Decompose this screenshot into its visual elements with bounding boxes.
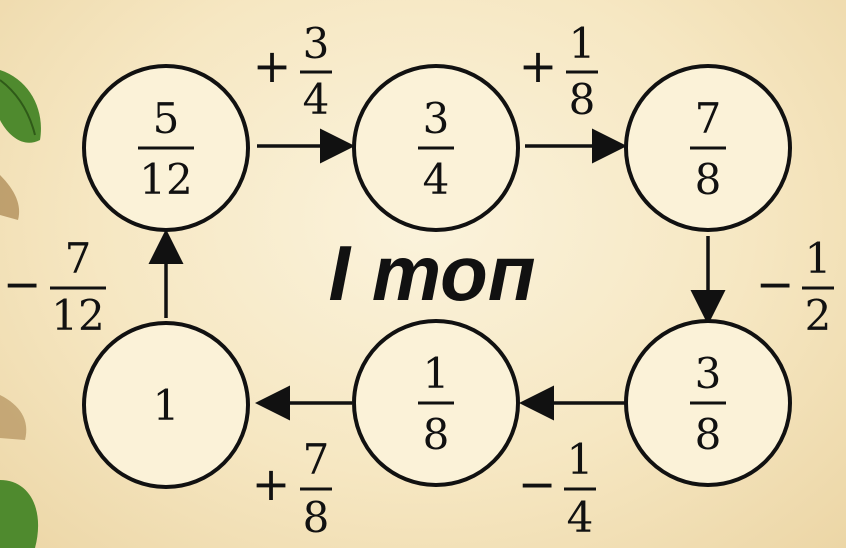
op-numerator: 1 bbox=[567, 435, 594, 484]
op-denominator: 8 bbox=[303, 493, 330, 542]
op-sign: + bbox=[519, 39, 558, 93]
op-plus-3-4: + 3 4 bbox=[253, 19, 332, 124]
node-5-12: 5 12 bbox=[82, 64, 250, 232]
node-value: 1 bbox=[153, 381, 180, 430]
op-sign: + bbox=[253, 39, 292, 93]
op-plus-7-8: + 7 8 bbox=[252, 435, 332, 542]
node-denominator: 4 bbox=[423, 155, 450, 204]
op-denominator: 8 bbox=[569, 75, 596, 124]
node-7-8: 7 8 bbox=[624, 64, 792, 232]
op-denominator: 4 bbox=[567, 493, 594, 542]
op-minus-7-12: − 7 12 bbox=[3, 234, 106, 340]
node-1-8: 1 8 bbox=[352, 319, 520, 487]
op-sign: − bbox=[3, 257, 42, 311]
diagram-title: I топ bbox=[329, 229, 536, 317]
op-numerator: 7 bbox=[65, 234, 92, 283]
node-1: 1 bbox=[82, 321, 250, 489]
node-numerator: 1 bbox=[423, 349, 450, 398]
op-numerator: 7 bbox=[303, 435, 330, 484]
op-denominator: 12 bbox=[51, 291, 104, 340]
node-numerator: 5 bbox=[153, 94, 180, 143]
op-minus-1-4: − 1 4 bbox=[518, 435, 596, 542]
op-sign: − bbox=[518, 457, 557, 511]
op-numerator: 1 bbox=[569, 19, 596, 68]
node-numerator: 7 bbox=[695, 94, 722, 143]
op-plus-1-8: + 1 8 bbox=[519, 19, 598, 124]
op-sign: + bbox=[252, 457, 291, 511]
op-denominator: 2 bbox=[805, 291, 832, 340]
op-denominator: 4 bbox=[303, 75, 330, 124]
node-denominator: 8 bbox=[695, 155, 722, 204]
op-minus-1-2: − 1 2 bbox=[756, 234, 834, 340]
op-sign: − bbox=[756, 257, 795, 311]
node-denominator: 12 bbox=[139, 155, 192, 204]
op-numerator: 1 bbox=[805, 234, 832, 283]
node-numerator: 3 bbox=[423, 94, 450, 143]
op-numerator: 3 bbox=[303, 19, 330, 68]
leaf-decoration-icon bbox=[0, 70, 41, 548]
node-denominator: 8 bbox=[423, 410, 450, 459]
node-3-4: 3 4 bbox=[352, 64, 520, 232]
node-denominator: 8 bbox=[695, 410, 722, 459]
node-3-8: 3 8 bbox=[624, 319, 792, 487]
node-numerator: 3 bbox=[695, 349, 722, 398]
